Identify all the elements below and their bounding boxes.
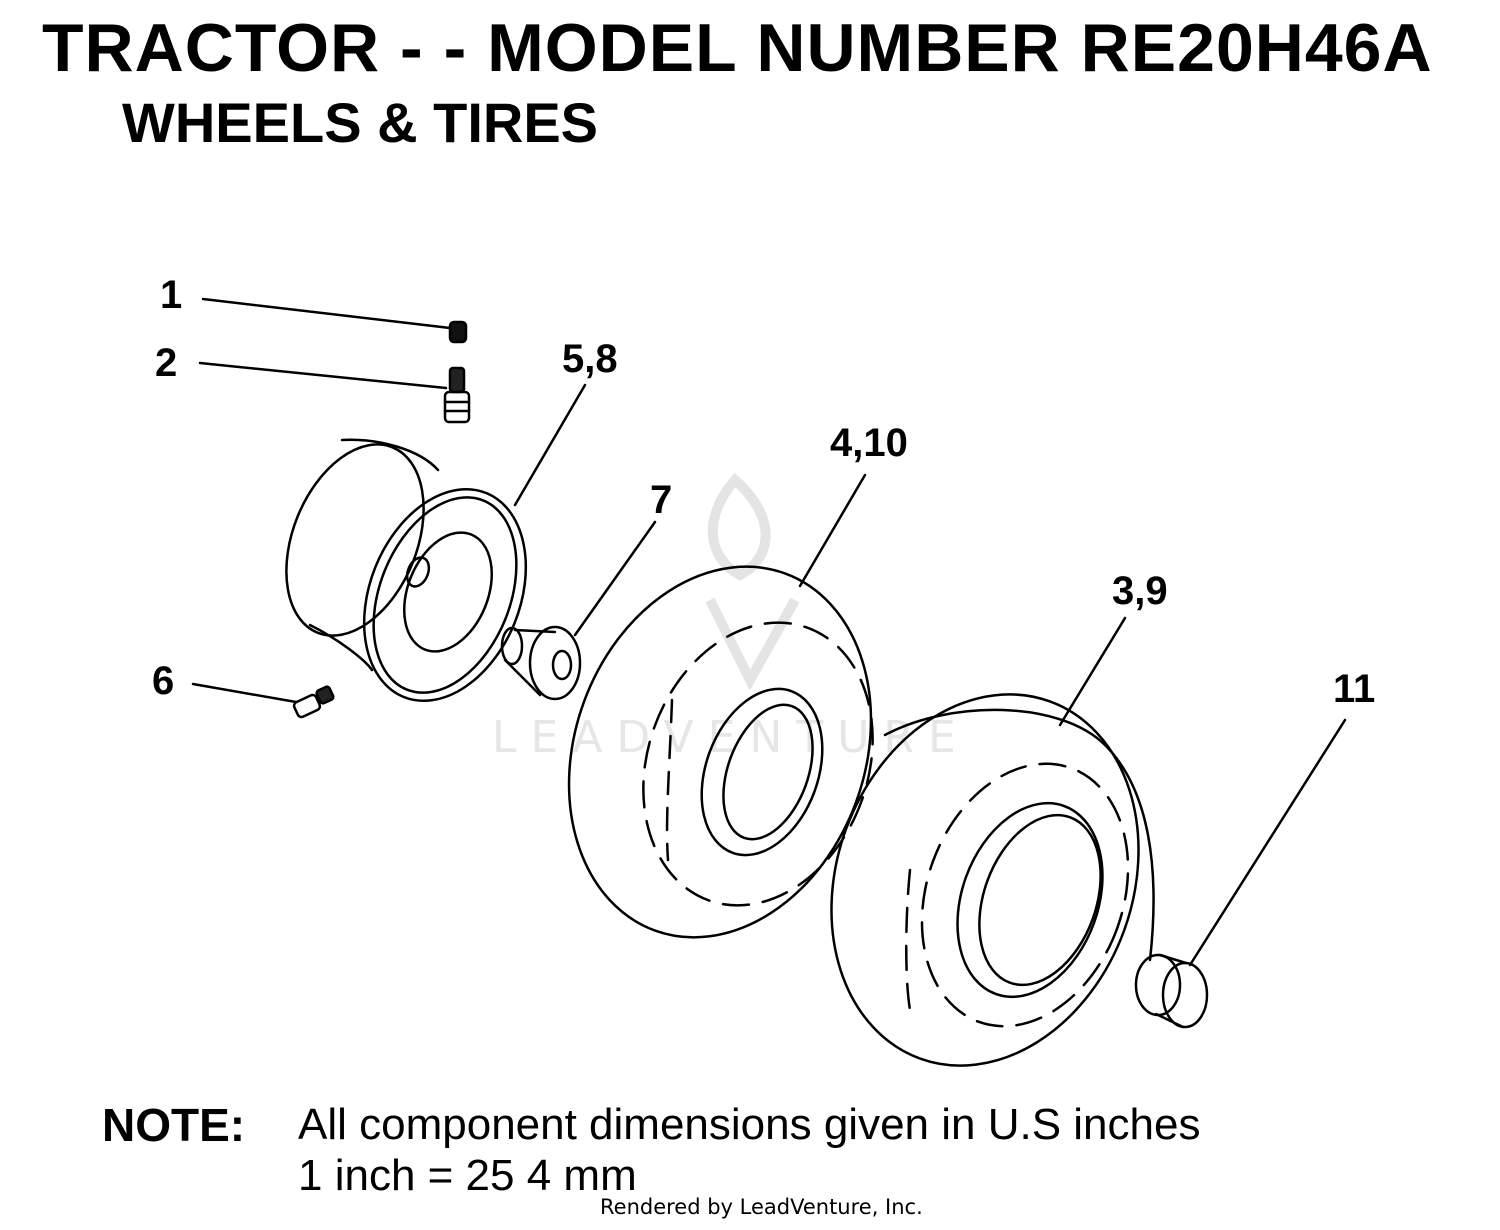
watermark-text: LEADVENTURE (492, 712, 970, 763)
front-tire-part (567, 565, 874, 939)
leader-line-3-9 (1058, 616, 1127, 727)
leader-line-5-8 (513, 383, 587, 507)
hub-cap-part (1134, 953, 1209, 1029)
valve-cap-part (448, 320, 468, 344)
note-label: NOTE: (102, 1099, 246, 1151)
grease-fitting-part (292, 685, 335, 719)
leader-line-4-10 (798, 473, 867, 588)
callout-11: 11 (1333, 667, 1375, 711)
callout-7: 7 (650, 478, 672, 522)
callout-1: 1 (160, 273, 182, 317)
callout-2: 2 (155, 341, 177, 385)
leader-line-11 (1188, 718, 1347, 967)
leader-line-6 (191, 682, 298, 704)
rear-tire-part (830, 693, 1155, 1067)
page-title: TRACTOR - - MODEL NUMBER RE20H46A (42, 10, 1433, 86)
rendered-by-footer: Rendered by LeadVenture, Inc. (600, 1195, 923, 1219)
leader-line-2 (198, 361, 448, 390)
leadventure-watermark-logo (705, 472, 800, 691)
leader-line-7 (573, 520, 657, 637)
callout-6: 6 (152, 659, 174, 703)
valve-stem-part (443, 366, 471, 424)
bushing-part (500, 625, 582, 701)
note-line-conversion: 1 inch = 25 4 mm (298, 1151, 637, 1200)
page-subtitle: WHEELS & TIRES (122, 91, 599, 154)
callout-5-8: 5,8 (562, 337, 618, 381)
note-line-dimensions: All component dimensions given in U.S in… (298, 1100, 1201, 1149)
leader-line-1 (201, 297, 452, 330)
wheel-rim-part (285, 438, 528, 703)
callout-3-9: 3,9 (1112, 569, 1168, 613)
callout-4-10: 4,10 (830, 421, 908, 465)
